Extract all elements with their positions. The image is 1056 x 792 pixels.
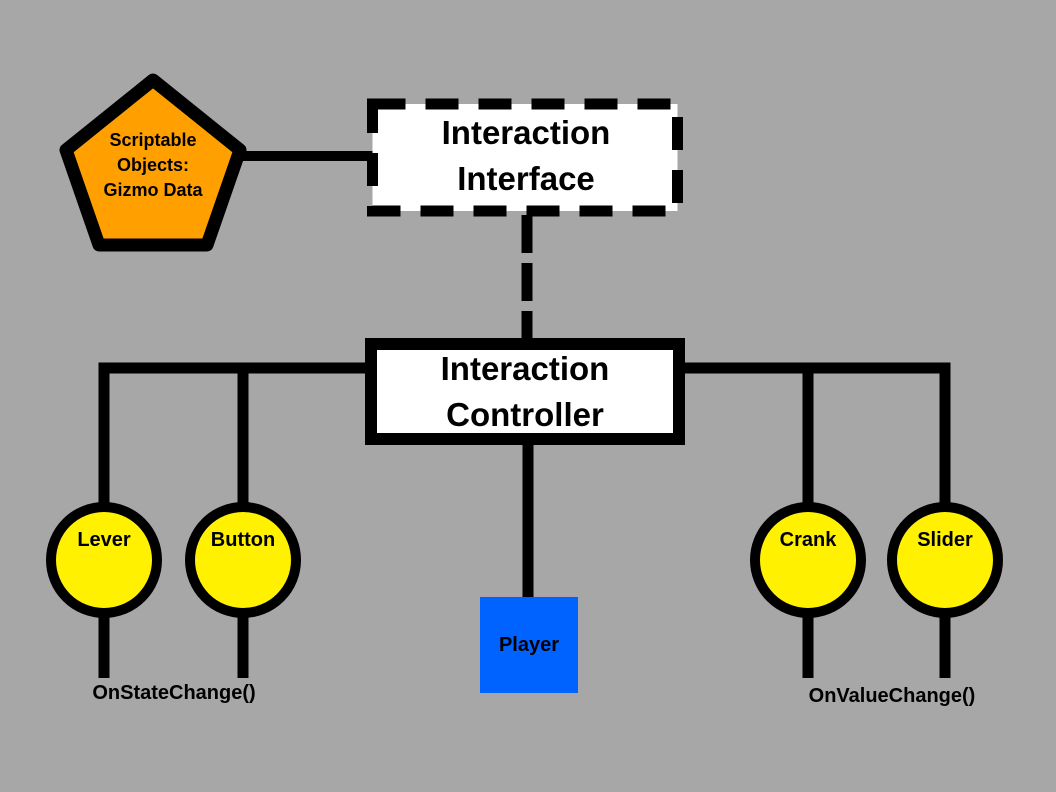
box-interaction-controller xyxy=(365,338,685,445)
circle-lever xyxy=(46,502,162,618)
box-player xyxy=(480,597,578,693)
circle-crank xyxy=(750,502,866,618)
circle-slider xyxy=(887,502,1003,618)
pentagon-scriptable-objects xyxy=(59,73,247,252)
circle-button xyxy=(185,502,301,618)
box-interaction-interface xyxy=(367,98,683,217)
connector-lines xyxy=(98,151,951,678)
